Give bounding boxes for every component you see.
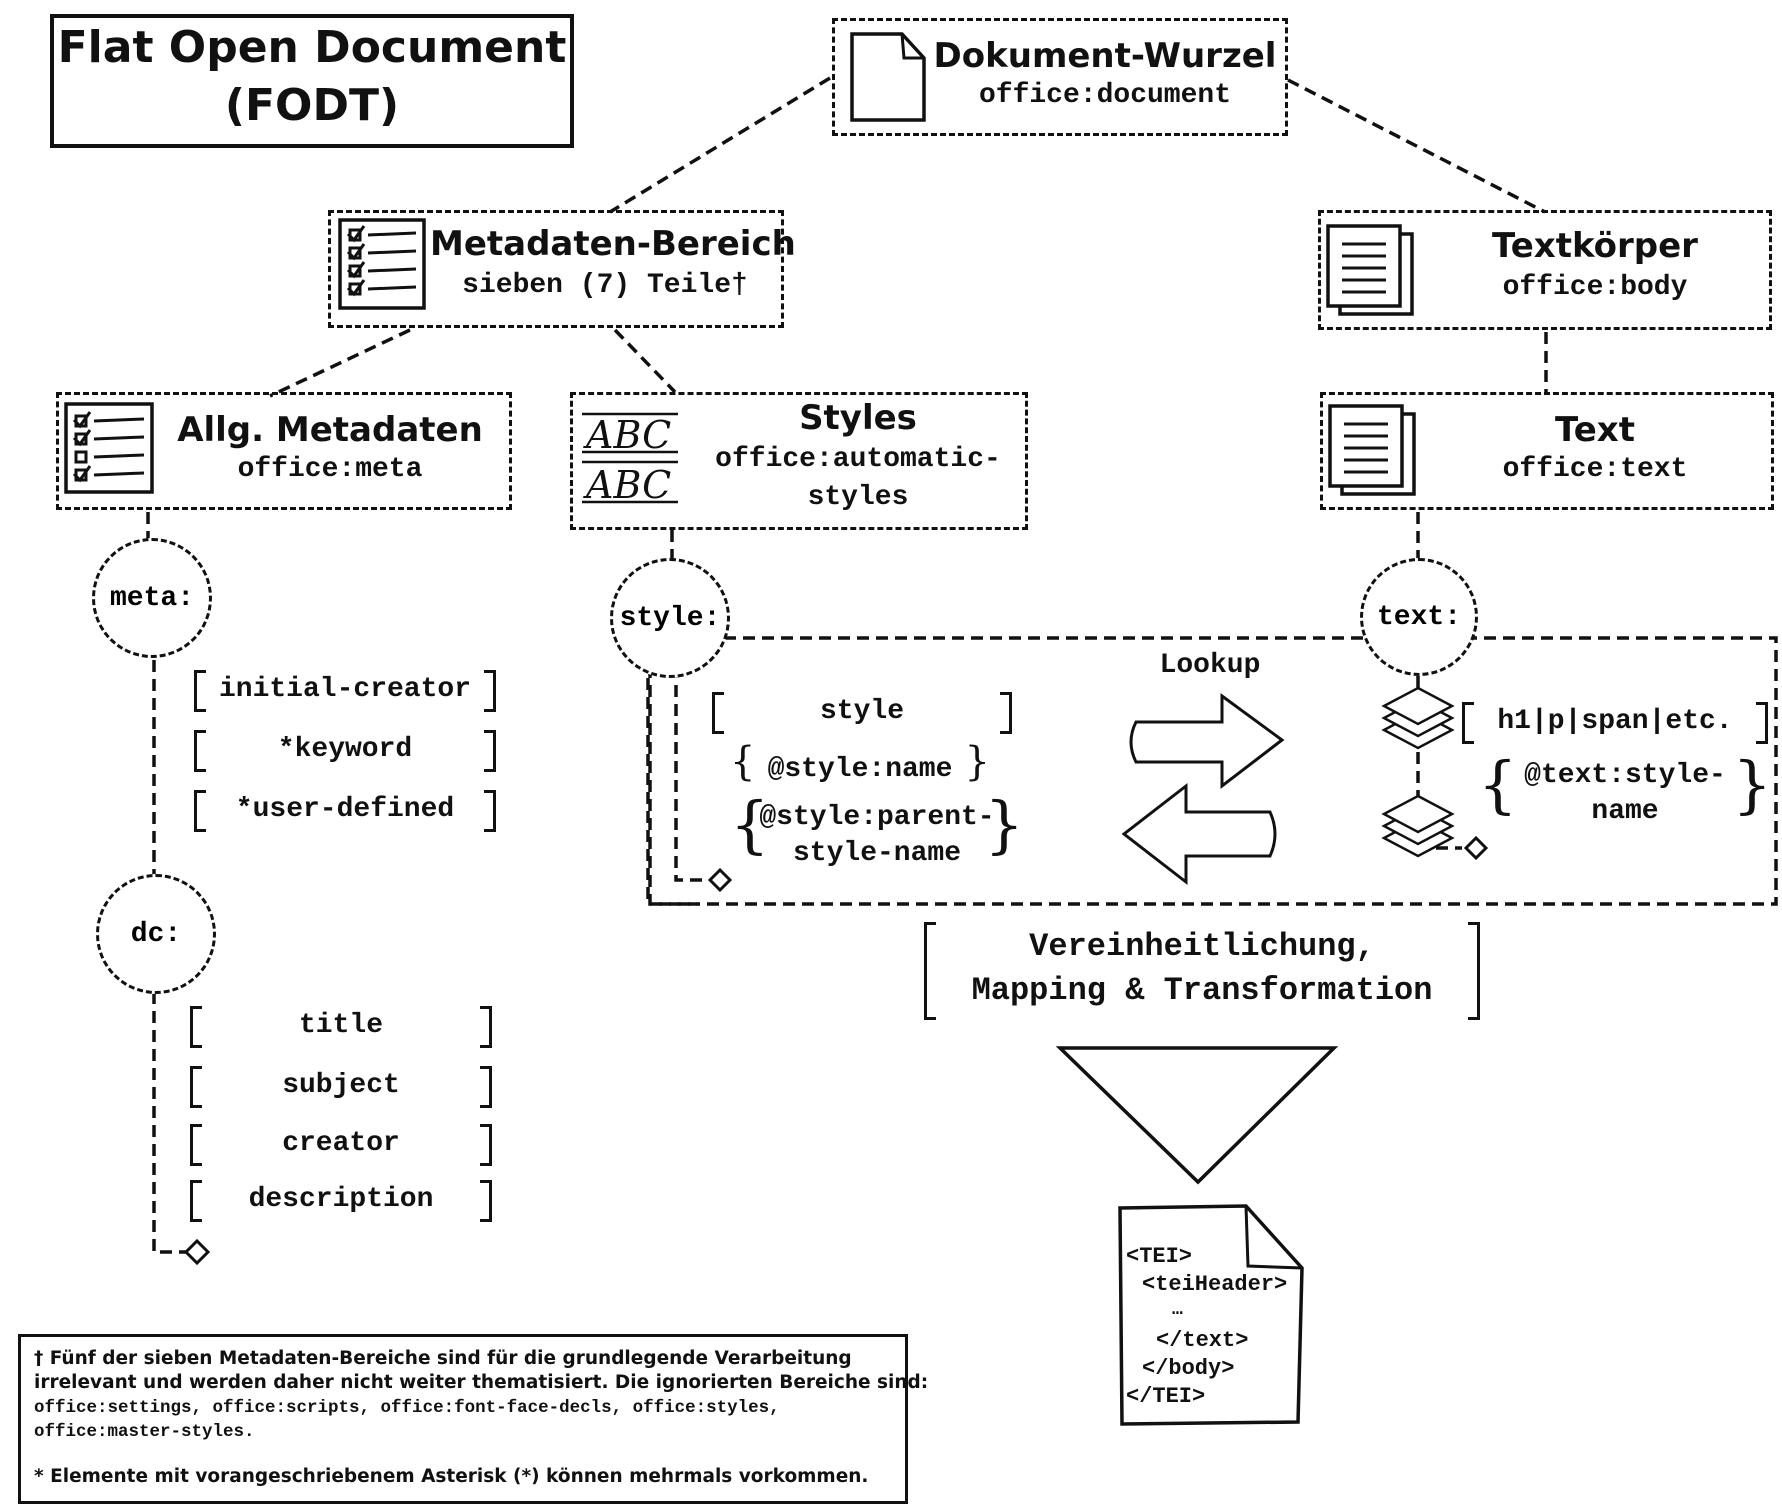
node-metadata-area (328, 210, 784, 328)
footnote-box (18, 1334, 908, 1504)
edge-style-branch-inner (674, 666, 704, 882)
dc-item: title (190, 1006, 492, 1048)
namespace-text-circle: text: (1360, 558, 1478, 676)
diamond-text-end (1463, 835, 1489, 861)
tei-line-6: </TEI> (1126, 1384, 1206, 1409)
node-automatic-styles (570, 392, 1028, 530)
root-label: Dokument-Wurzel (933, 36, 1277, 76)
dc-item: description (190, 1180, 492, 1222)
meta-general-tag: office:meta (237, 454, 423, 485)
root-tag: office:document (978, 80, 1232, 111)
footnote-line-2: irrelevant und werden daher nicht weiter… (34, 1372, 929, 1393)
edge-dc-branch (152, 992, 186, 1254)
svg-text:ABC: ABC (583, 413, 671, 457)
namespace-style-circle: style: (610, 558, 730, 678)
tei-line-4: </text> (1156, 1328, 1249, 1353)
node-office-meta (56, 392, 512, 510)
metadata-area-sub: sieben (7) Teile† (462, 270, 748, 301)
node-document-root (832, 18, 1288, 136)
layers-icon-2 (1381, 794, 1455, 858)
namespace-dc-label: dc: (130, 918, 182, 950)
title-line-2: (FODT) (224, 80, 400, 131)
arrow-left-icon (1121, 782, 1277, 886)
styles-label: Styles (799, 398, 917, 438)
typography-abc-icon: ABC ABC (582, 412, 678, 507)
footnote-line-5: * Elemente mit vorangeschriebenem Asteri… (34, 1466, 869, 1487)
checklist-icon (338, 218, 426, 310)
node-office-body (1318, 210, 1772, 330)
meta-item: *user-defined (194, 790, 496, 832)
namespace-dc-circle: dc: (96, 874, 216, 994)
body-tag: office:body (1502, 272, 1688, 303)
meta-general-label: Allg. Metadaten (177, 410, 483, 450)
layers-icon-1 (1381, 686, 1455, 750)
footnote-line-1: † Fünf der sieben Metadaten-Bereiche sin… (34, 1348, 852, 1369)
style-text-mapping-frame (646, 636, 1778, 906)
style-attr-parent: {} @style:parent- style-name (730, 788, 1024, 870)
tei-line-5: </body> (1142, 1356, 1235, 1381)
edge-metadata-styles (613, 328, 677, 394)
styles-tag-line-1: office:automatic- (715, 444, 1001, 475)
title-box (50, 14, 574, 148)
arrow-right-icon (1129, 693, 1285, 790)
meta-item: initial-creator (194, 670, 496, 712)
style-element: style (712, 692, 1012, 734)
tei-document-icon (1118, 1204, 1304, 1426)
dc-item: creator (190, 1124, 492, 1166)
node-office-text (1320, 392, 1774, 510)
diamond-dc-end (183, 1238, 211, 1266)
pages-icon-2 (1328, 404, 1416, 496)
namespace-meta-label: meta: (109, 582, 194, 614)
styles-tag-line-2: styles (807, 482, 909, 513)
text-label: Text (1555, 410, 1635, 450)
text-tag: office:text (1502, 454, 1688, 485)
footnote-line-3: office:settings, office:scripts, office:… (34, 1398, 780, 1418)
title-line-1: Flat Open Document (57, 22, 567, 73)
meta-item: *keyword (194, 730, 496, 772)
edge-root-metadata (609, 76, 831, 214)
document-icon (850, 32, 926, 122)
diamond-style-end (707, 867, 733, 893)
checklist-icon-2 (64, 402, 154, 494)
style-attr-name: {} @style:name (730, 739, 990, 785)
process-line-2: Mapping & Transformation (971, 972, 1433, 1009)
process-box: Vereinheitlichung, Mapping & Transformat… (924, 922, 1480, 1020)
edge-root-body (1287, 78, 1546, 214)
funnel-icon (1055, 1046, 1339, 1185)
namespace-meta-circle: meta: (92, 538, 212, 658)
edge-style-branch (648, 666, 698, 906)
tei-line-2: <teiHeader> (1142, 1272, 1288, 1297)
text-elements: h1|p|span|etc. (1462, 702, 1768, 744)
process-line-1: Vereinheitlichung, (1029, 928, 1375, 965)
namespace-text-label: text: (1376, 601, 1461, 633)
edge-metadata-meta (269, 328, 411, 398)
namespace-style-label: style: (619, 602, 721, 634)
body-label: Textkörper (1492, 226, 1698, 266)
pages-icon (1326, 224, 1414, 316)
dc-item: subject (190, 1066, 492, 1108)
footnote-line-4: office:master-styles. (34, 1422, 255, 1442)
svg-text:ABC: ABC (583, 463, 671, 507)
tei-line-1: <TEI> (1126, 1244, 1193, 1269)
lookup-label: Lookup (1159, 650, 1261, 681)
metadata-area-label: Metadaten-Bereich (430, 224, 796, 264)
text-style-attr: {} @text:style- name (1478, 748, 1772, 828)
tei-line-3: … (1172, 1300, 1183, 1320)
